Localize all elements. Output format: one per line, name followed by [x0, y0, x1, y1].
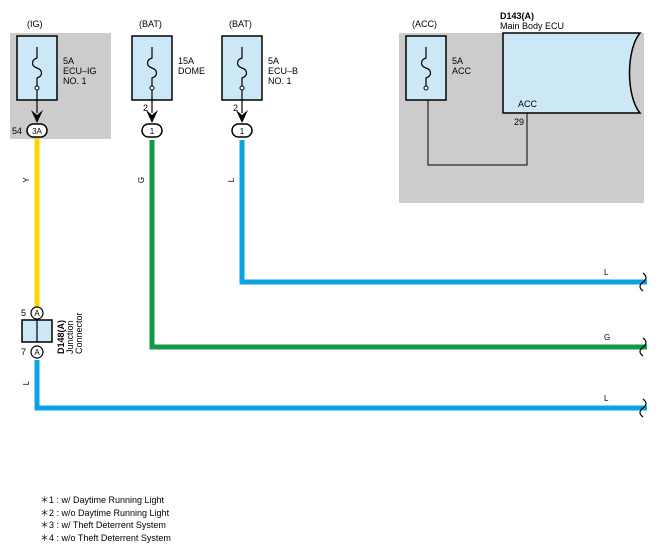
ecu-code: D143(A) [500, 11, 534, 21]
ecub-pin-number: 2 [233, 103, 238, 113]
fuse-ecu-ig [16, 35, 58, 101]
dome-connector-code: 1 [150, 127, 155, 136]
footnote: ＊4 : w/o Theft Deterrent System [40, 532, 171, 543]
fuse-ecu-ig-name: ECU–IG [63, 66, 97, 76]
wire-l-bottom-right-label: L [604, 394, 609, 403]
ecu-terminal: ACC [518, 99, 538, 109]
dome-pin-number: 2 [143, 103, 148, 113]
connector-ig [26, 123, 48, 138]
wire-l-label: L [227, 177, 236, 182]
fuse-dome-amp: 15A [178, 56, 194, 66]
junction-pin-top: 5 [21, 308, 26, 318]
ecub-connector-code: 1 [240, 127, 245, 136]
wire-y-label: Y [22, 177, 31, 183]
main-body-ecu [502, 32, 642, 114]
junction-code: D148(A) [56, 320, 66, 354]
wire-g-label: G [137, 177, 146, 183]
fuse-ecu-ig-name2: NO. 1 [63, 76, 87, 86]
source-ig-label: (IG) [27, 19, 43, 29]
wire-l-right-label: L [604, 268, 609, 277]
fuse-dome-name: DOME [178, 66, 205, 76]
junction-letter-bottom: A [34, 348, 40, 357]
source-acc-label: (ACC) [412, 19, 437, 29]
wire-blue-top [239, 140, 647, 285]
ecu-pin: 29 [514, 117, 524, 127]
wire-blue-bottom [34, 360, 647, 411]
fuse-acc-name: ACC [452, 66, 472, 76]
junction-pin-bottom: 7 [21, 347, 26, 357]
source-bat-label: (BAT) [229, 19, 252, 29]
fuse-ecu-b-name: ECU–B [268, 66, 298, 76]
ig-pin-number: 54 [12, 126, 22, 136]
break-mark [639, 337, 647, 357]
junction-name2: Connector [74, 312, 84, 354]
fuse-ecu-b [221, 35, 263, 101]
fuse-ecu-b-name2: NO. 1 [268, 76, 292, 86]
break-mark [639, 272, 647, 292]
connector-ecub [231, 123, 253, 138]
footnote: ＊1 : w/ Daytime Running Light [40, 495, 165, 505]
source-bat-label: (BAT) [139, 19, 162, 29]
junction-letter-top: A [34, 309, 40, 318]
fuse-acc [405, 35, 447, 101]
ecu-name: Main Body ECU [500, 21, 564, 31]
wire-green [149, 140, 647, 350]
junction-name: Junction [65, 320, 75, 354]
ig-connector-code: 3A [32, 127, 42, 136]
connector-dome [141, 123, 163, 138]
junction-connector [21, 306, 53, 359]
connector-arrow [146, 110, 158, 123]
footnote: ＊3 : w/ Theft Deterrent System [40, 520, 166, 530]
fuse-dome [131, 35, 173, 101]
connector-arrow [236, 110, 248, 123]
break-mark [639, 398, 647, 418]
acc-internal-wire [427, 86, 528, 166]
connector-arrow [31, 110, 43, 123]
fuse-ecu-ig-amp: 5A [63, 56, 74, 66]
fuse-ecu-b-amp: 5A [268, 56, 279, 66]
footnotes: ＊1 : w/ Daytime Running Light ＊2 : w/o D… [40, 494, 171, 544]
wire-l-left-label: L [22, 380, 31, 385]
wire-g-right-label: G [604, 333, 610, 342]
footnote: ＊2 : w/o Daytime Running Light [40, 507, 170, 518]
fuse-acc-amp: 5A [452, 56, 463, 66]
